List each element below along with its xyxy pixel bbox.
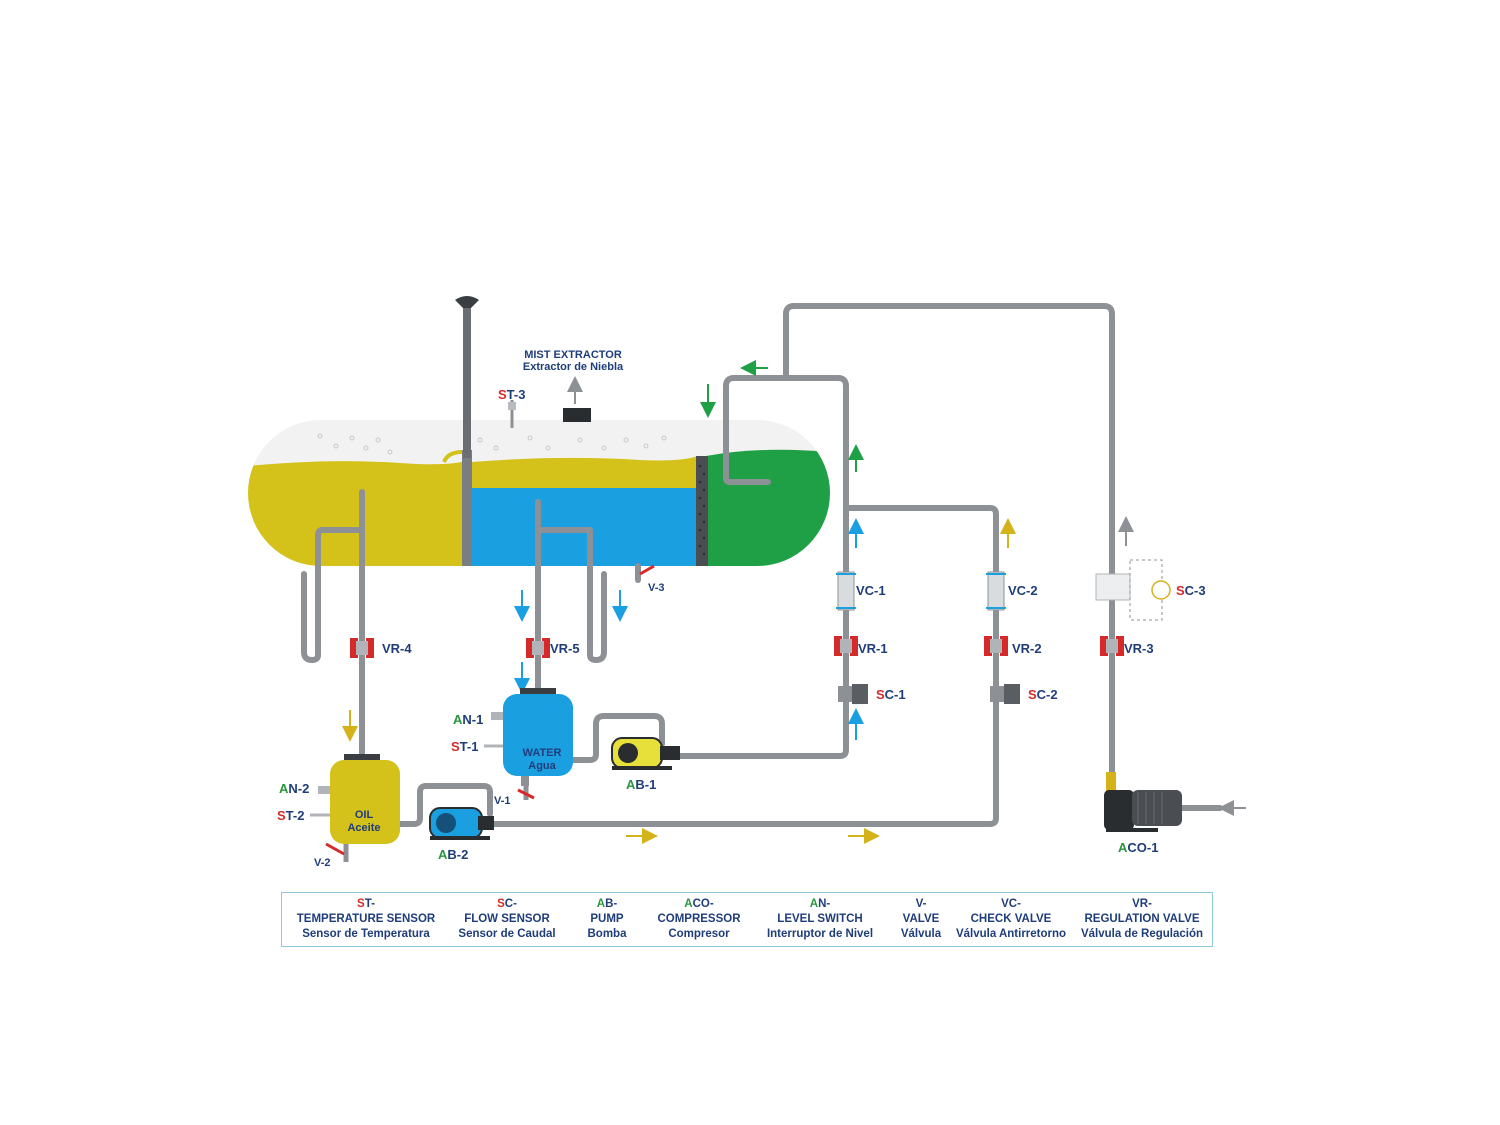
component-labels: MIST EXTRACTOR Extractor de Niebla ST-3 … xyxy=(277,349,1206,869)
mist-extractor-title: MIST EXTRACTOR xyxy=(524,349,622,361)
vr2-regulation-valve[interactable] xyxy=(984,636,1008,656)
vr4-label: VR-4 xyxy=(382,641,412,656)
vr1-regulation-valve[interactable] xyxy=(834,636,858,656)
st3-label: ST-3 xyxy=(498,387,525,402)
ab2-pump[interactable] xyxy=(429,807,494,840)
an2-label: AN-2 xyxy=(279,781,309,796)
flow-arrows xyxy=(342,360,1246,844)
oil-tank-label: OIL xyxy=(355,809,374,821)
aco1-compressor[interactable] xyxy=(1104,772,1182,832)
vc1-label: VC-1 xyxy=(856,583,886,598)
sc1-label: SC-1 xyxy=(876,687,906,702)
sc1-flow-sensor xyxy=(838,684,868,704)
sc3-flow-sensor xyxy=(1095,559,1171,621)
gas-bubbles xyxy=(317,433,667,455)
water-tank-sublabel: Agua xyxy=(528,760,556,772)
vr5-label: VR-5 xyxy=(550,641,580,656)
vr2-label: VR-2 xyxy=(1012,641,1042,656)
sc2-label: SC-2 xyxy=(1028,687,1058,702)
v1-label: V-1 xyxy=(494,795,511,807)
vr5-regulation-valve[interactable] xyxy=(526,638,550,658)
vc2-check-valve[interactable] xyxy=(986,571,1006,611)
coalescer-plate xyxy=(696,456,708,566)
ab2-label: AB-2 xyxy=(438,847,468,862)
v1-valve[interactable] xyxy=(517,786,535,800)
vc1-check-valve[interactable] xyxy=(836,571,856,611)
st2-label: ST-2 xyxy=(277,808,304,823)
v3-valve[interactable] xyxy=(639,564,655,576)
sc2-flow-sensor xyxy=(990,684,1020,704)
ab1-pump[interactable] xyxy=(611,737,680,770)
aco1-label: ACO-1 xyxy=(1118,840,1158,855)
an1-label: AN-1 xyxy=(453,712,483,727)
inlet-weir xyxy=(462,450,472,566)
v2-label: V-2 xyxy=(314,857,331,869)
vc2-label: VC-2 xyxy=(1008,583,1038,598)
vr4-regulation-valve[interactable] xyxy=(350,638,374,658)
water-tank-label: WATER xyxy=(523,747,562,759)
mist-extractor xyxy=(563,408,591,422)
sc3-label: SC-3 xyxy=(1176,583,1206,598)
water-tank xyxy=(484,688,573,786)
v2-valve[interactable] xyxy=(325,842,349,862)
vr3-regulation-valve[interactable] xyxy=(1100,636,1124,656)
separator-tank xyxy=(248,420,830,566)
v3-label: V-3 xyxy=(648,582,665,594)
oil-tank xyxy=(310,754,400,844)
oil-tank-sublabel: Aceite xyxy=(347,822,380,834)
vr1-label: VR-1 xyxy=(858,641,888,656)
st1-label: ST-1 xyxy=(451,739,478,754)
ab1-label: AB-1 xyxy=(626,777,656,792)
mist-extractor-subtitle: Extractor de Niebla xyxy=(523,361,624,373)
inlet-pipe xyxy=(455,296,479,458)
vr3-label: VR-3 xyxy=(1124,641,1154,656)
st3-sensor xyxy=(508,400,516,428)
